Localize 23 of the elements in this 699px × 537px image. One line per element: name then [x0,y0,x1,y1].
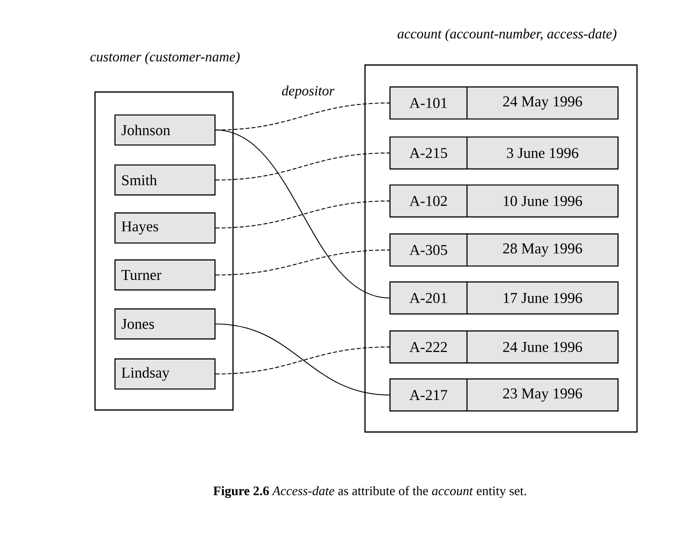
connector-line [215,152,390,180]
connector-line [215,130,390,298]
record-row: A-222 24 June 1996 [389,330,619,364]
node-label: customer (customer-name) [90,52,240,64]
record-row: A-201 17 June 1996 [389,281,619,315]
record-row: A-101 24 May 1996 [389,86,619,120]
figure-caption: Figure 2.6 Access-date as attribute of the account entity set. [213,486,526,498]
record-row: A-215 3 June 1996 [389,136,619,170]
name-box: Turner [114,259,216,291]
name-box: Hayes [114,212,216,244]
name-box: Jones [114,308,216,340]
record-row: A-102 10 June 1996 [389,184,619,218]
name-box: Lindsay [114,358,216,390]
connector-line [215,200,390,228]
record-row: A-305 28 May 1996 [389,233,619,267]
name-box: Johnson [114,114,216,146]
record-row: A-217 23 May 1996 [389,378,619,412]
node-label: account (account-number, access-date) [398,28,616,42]
connector-line [215,324,390,396]
relationship-label: depositor [282,86,334,98]
connector-line [215,250,390,276]
name-box: Smith [114,164,216,196]
connector-line [215,346,390,374]
